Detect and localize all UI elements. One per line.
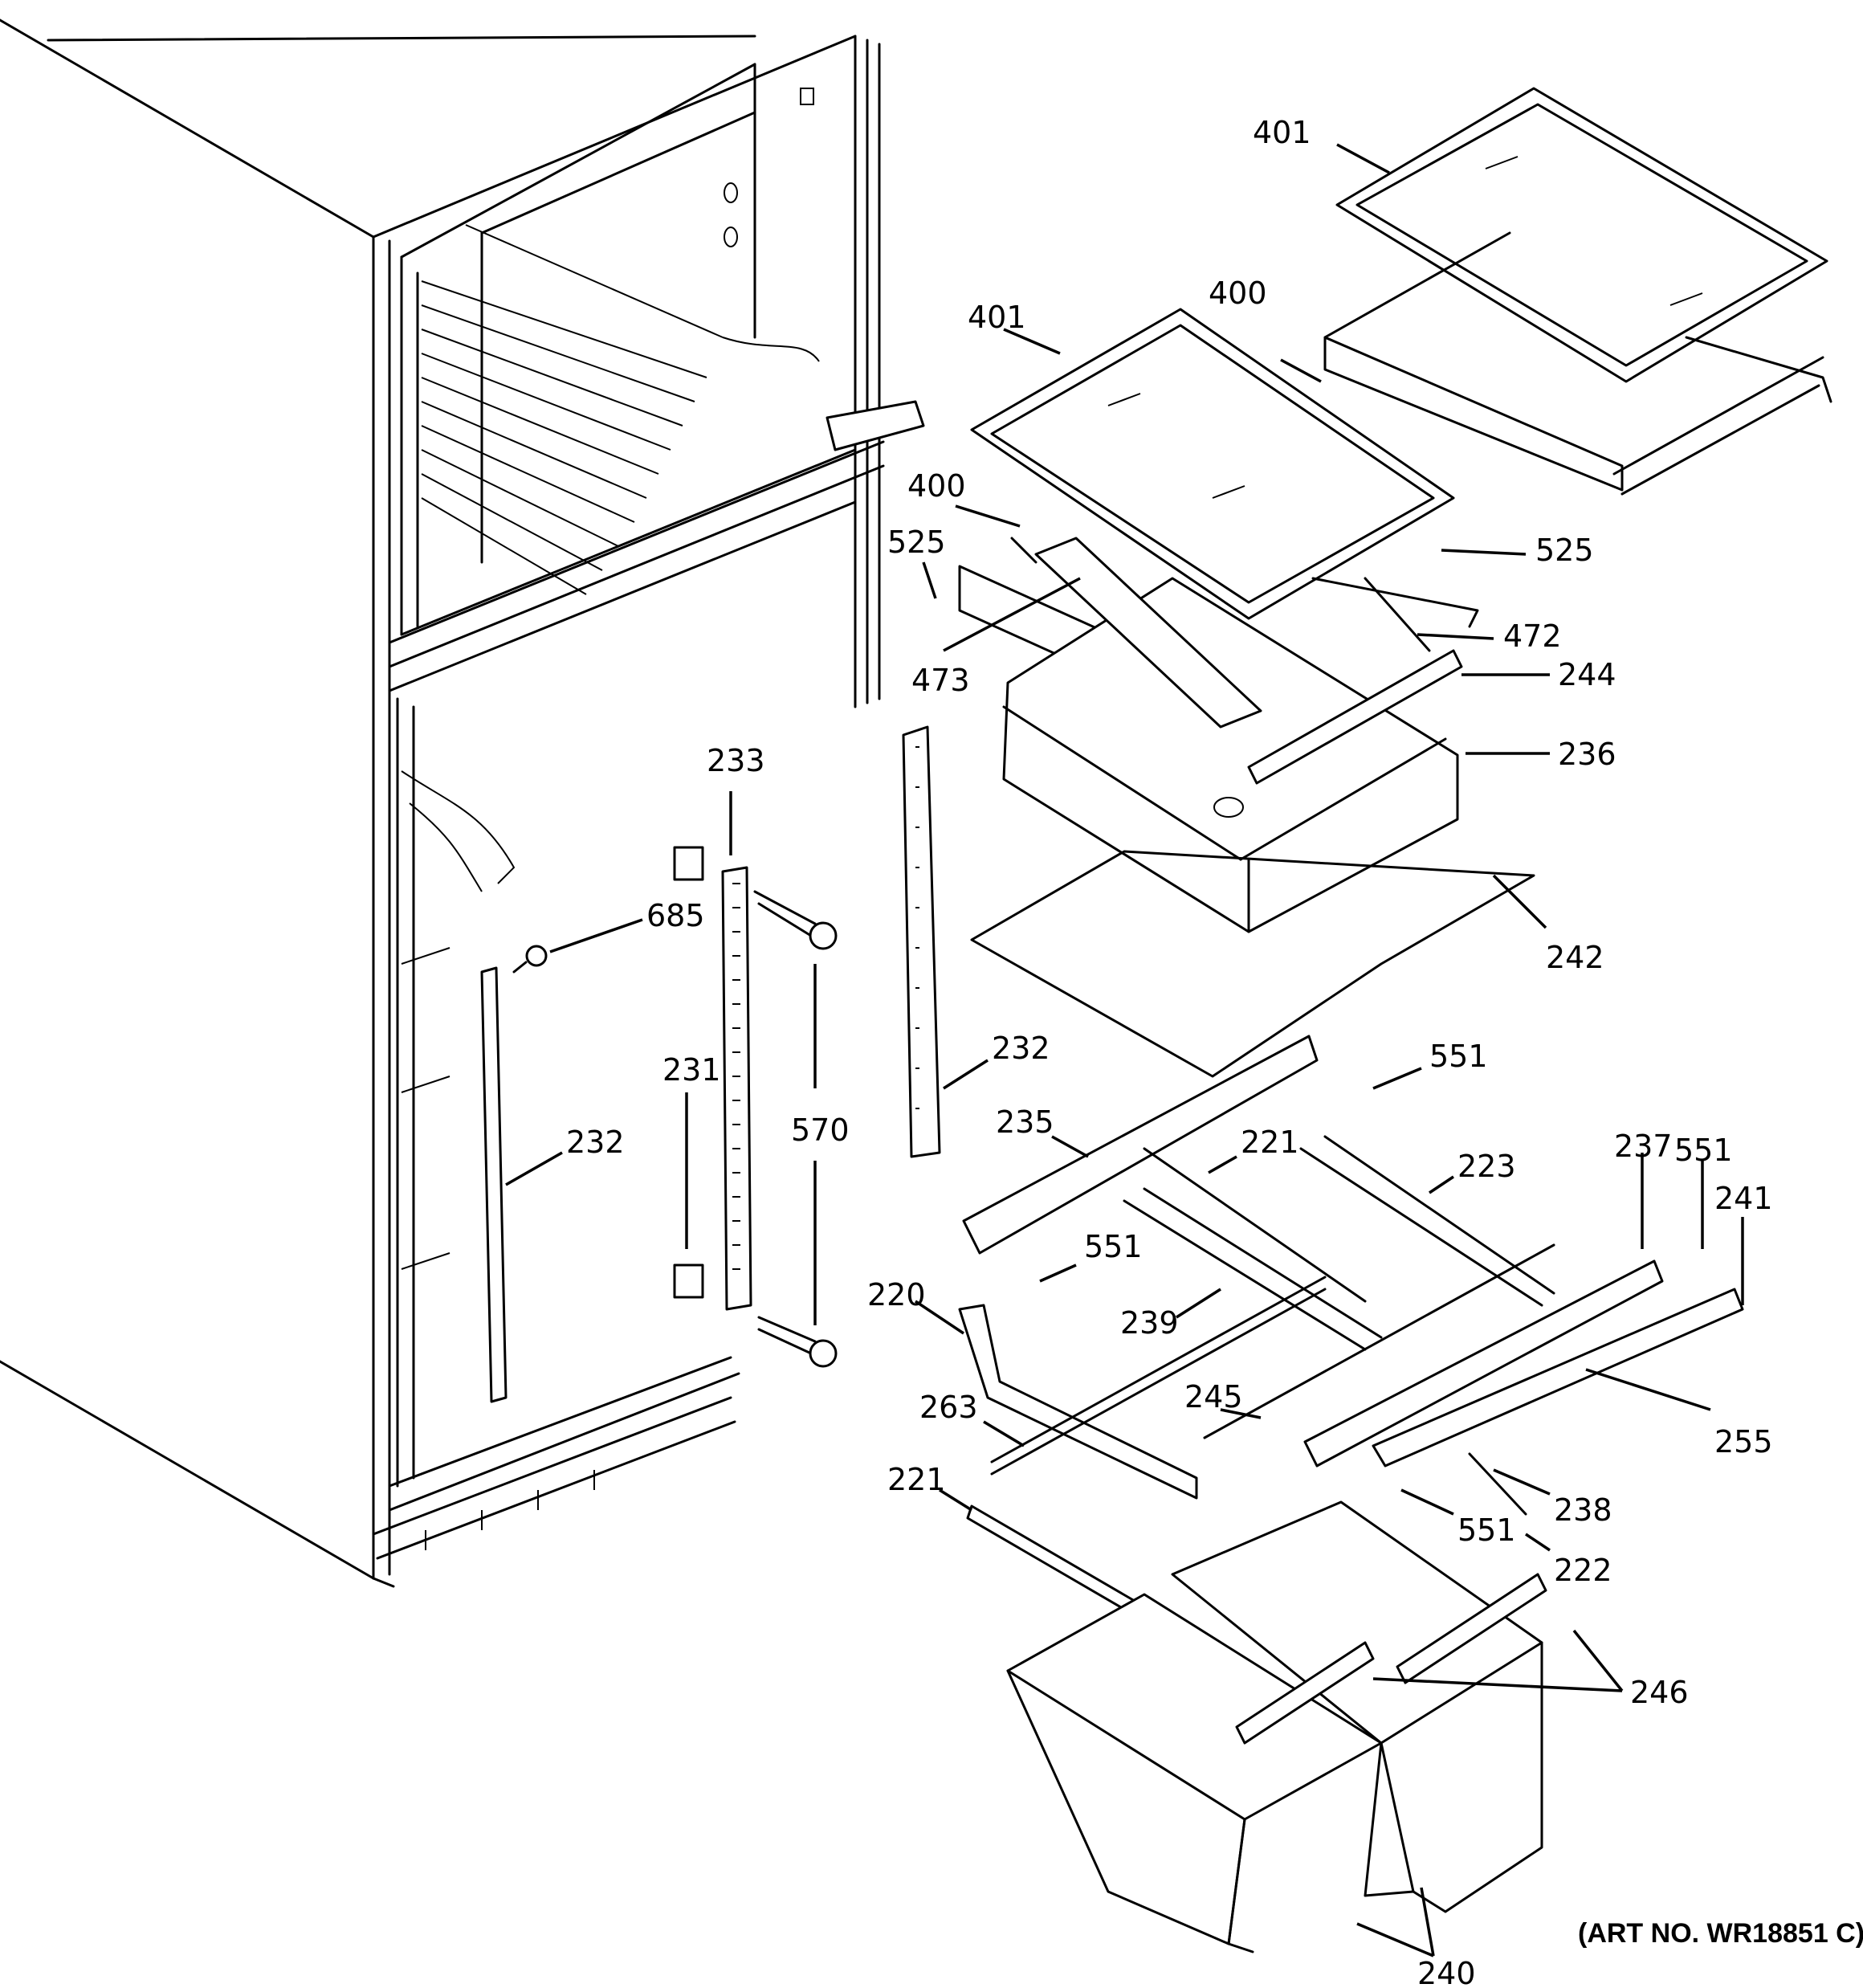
front-panel-237-241: [1303, 1259, 1744, 1468]
rail-263: [990, 1276, 1327, 1476]
upper-shelf-frame-400: [1323, 231, 1832, 496]
lower-drawers-240: [1006, 1500, 1543, 1953]
callout-244: 244: [1558, 657, 1616, 692]
callout-233: 233: [707, 743, 765, 778]
ladder-231-233: [673, 846, 752, 1311]
callout-labels: 401 400 401 400 525 525 472 473 244 236 …: [566, 115, 1773, 1988]
callout-221-upper: 221: [1241, 1125, 1299, 1160]
callout-400-lower: 400: [907, 468, 966, 504]
callout-400-upper: 400: [1209, 276, 1267, 311]
art-number: (ART NO. WR18851 C): [1578, 1918, 1863, 1949]
callout-240: 240: [1417, 1956, 1476, 1988]
callout-263: 263: [919, 1390, 978, 1425]
drawer-covers-246: [1235, 1573, 1547, 1745]
screws-570: [753, 890, 838, 1368]
callout-570: 570: [791, 1112, 850, 1148]
callout-223: 223: [1457, 1149, 1516, 1184]
callout-525-right: 525: [1535, 533, 1594, 568]
callout-401-lower: 401: [968, 300, 1026, 335]
rod-245: [1203, 1243, 1555, 1439]
callout-237: 237: [1614, 1129, 1673, 1164]
callout-235: 235: [996, 1104, 1054, 1140]
callout-473: 473: [911, 663, 970, 698]
bracket-220: [958, 1304, 1198, 1500]
callout-551-upper: 551: [1429, 1039, 1488, 1074]
callout-231: 231: [662, 1052, 721, 1088]
callout-685: 685: [646, 898, 705, 933]
rail-235: [962, 1035, 1319, 1255]
slide-frame-239: [1123, 1187, 1383, 1351]
drawer-cover-244: [1247, 649, 1463, 785]
callout-220: 220: [867, 1277, 926, 1312]
callout-245: 245: [1184, 1379, 1243, 1414]
callout-leaders: [505, 143, 1744, 1957]
callout-221-lower: 221: [887, 1462, 946, 1497]
callout-551-right: 551: [1674, 1133, 1733, 1168]
callout-241: 241: [1714, 1181, 1773, 1216]
rod-222: [1468, 1452, 1527, 1516]
callout-222: 222: [1554, 1553, 1612, 1588]
callout-472: 472: [1503, 618, 1562, 654]
upper-drawer-236: [1002, 577, 1459, 933]
callout-236: 236: [1558, 737, 1616, 772]
callout-238: 238: [1554, 1492, 1612, 1528]
divider-472-473: [1034, 537, 1431, 729]
screw-685: [512, 945, 548, 974]
callout-551-lower: 551: [1457, 1512, 1516, 1548]
shelf-support-232-right: [902, 725, 941, 1158]
callout-551-middle: 551: [1084, 1229, 1143, 1264]
lower-glass-shelf-401: [970, 308, 1455, 620]
callout-242: 242: [1546, 940, 1604, 975]
drawer-glass-cover-242: [970, 850, 1535, 1078]
rod-221-upper: [1143, 1147, 1367, 1303]
callout-525-left: 525: [887, 525, 946, 560]
callout-255: 255: [1714, 1424, 1773, 1459]
slide-frame-223: [1299, 1135, 1555, 1307]
refrigerator-cabinet: [0, 18, 925, 1588]
callout-401-upper: 401: [1253, 115, 1311, 150]
callout-232-left: 232: [566, 1125, 625, 1160]
callout-239: 239: [1120, 1305, 1179, 1341]
shelf-support-232-left: [480, 966, 508, 1403]
callout-246: 246: [1630, 1675, 1689, 1710]
upper-glass-shelf-401: [1335, 87, 1828, 383]
callout-232-right: 232: [992, 1031, 1050, 1066]
